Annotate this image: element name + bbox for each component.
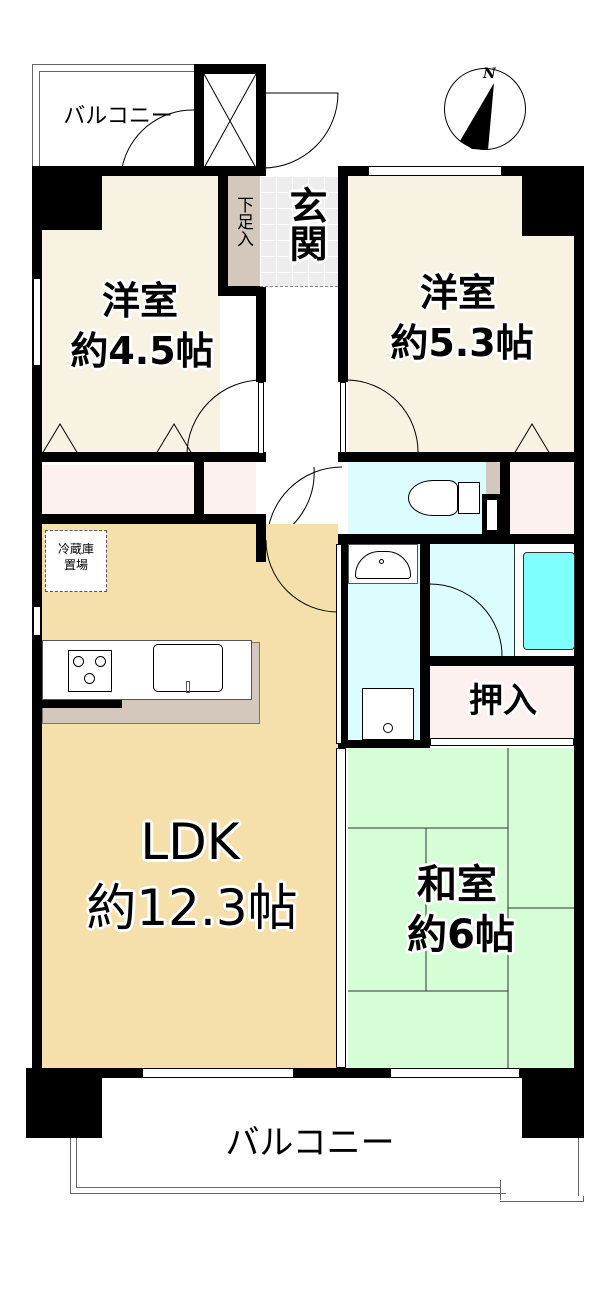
genkan — [260, 176, 338, 287]
closet-w2-door-icon — [513, 423, 551, 455]
window-w1-left — [33, 278, 41, 366]
corner-block-bl — [26, 1068, 102, 1138]
oshiire — [430, 666, 574, 738]
closet-w1-small — [204, 462, 256, 514]
window-ldk-left — [33, 606, 41, 636]
western-room-2-name: 洋室 — [419, 271, 496, 315]
window-w2-top — [368, 166, 502, 176]
shoe-storage — [228, 176, 260, 286]
bathtub-icon — [523, 552, 575, 650]
closet-w2 — [510, 462, 574, 534]
w1-door-swing-icon — [186, 379, 263, 456]
compass: N — [444, 66, 526, 150]
oshiire-label: 押入 — [469, 681, 537, 721]
closet-w1 — [42, 462, 194, 517]
closet-door-icon — [41, 423, 193, 455]
fridge-space: 冷蔵庫 置場 — [45, 530, 107, 592]
hallway — [266, 290, 338, 540]
balcony-door-swing-icon — [121, 109, 195, 169]
kitchen-sink-icon — [153, 644, 223, 693]
western-room-2-size: 約5.3帖 — [390, 321, 534, 365]
balcony-top-label: バルコニー — [63, 104, 173, 129]
washing-machine-icon — [362, 688, 414, 740]
compass-north-label: N — [483, 66, 496, 82]
wall-top-w1 — [102, 166, 220, 176]
western-room-1-size: 約4.5帖 — [70, 329, 214, 373]
shoe-storage-label: 下足入 — [233, 196, 253, 247]
toilet-icon — [408, 480, 458, 516]
balcony-bottom — [70, 1138, 506, 1194]
genkan-label: 玄関 — [283, 186, 327, 262]
balcony-top — [32, 64, 199, 169]
corner-block-br — [522, 1068, 584, 1138]
outer-wall-bottom — [32, 1068, 584, 1078]
sink-icon — [348, 544, 418, 584]
tatami-lines-icon — [348, 748, 574, 1068]
western-room-1-name: 洋室 — [101, 279, 178, 323]
entrance-door-swing-icon — [262, 92, 339, 169]
window-japanese-bottom — [390, 1068, 520, 1078]
fridge-label-2: 置場 — [63, 558, 88, 572]
w2-door-swing-icon — [347, 379, 419, 453]
ldk-size: 約12.3帖 — [86, 879, 298, 937]
ldk-name: LDK — [140, 813, 240, 871]
fridge-label-1: 冷蔵庫 — [57, 542, 94, 556]
outer-wall-right — [574, 166, 584, 1078]
bath-door-swing-icon — [429, 583, 503, 657]
stove-icon — [68, 650, 112, 692]
ldk-door-swing-icon — [265, 539, 339, 613]
ldk — [42, 524, 338, 1068]
balcony-bottom-label: バルコニー — [225, 1123, 395, 1163]
japanese-room-name: 和室 — [417, 862, 497, 908]
pipe-shaft — [194, 64, 266, 169]
japanese-room-size: 約6帖 — [407, 912, 515, 958]
window-ldk-bottom — [142, 1068, 294, 1078]
